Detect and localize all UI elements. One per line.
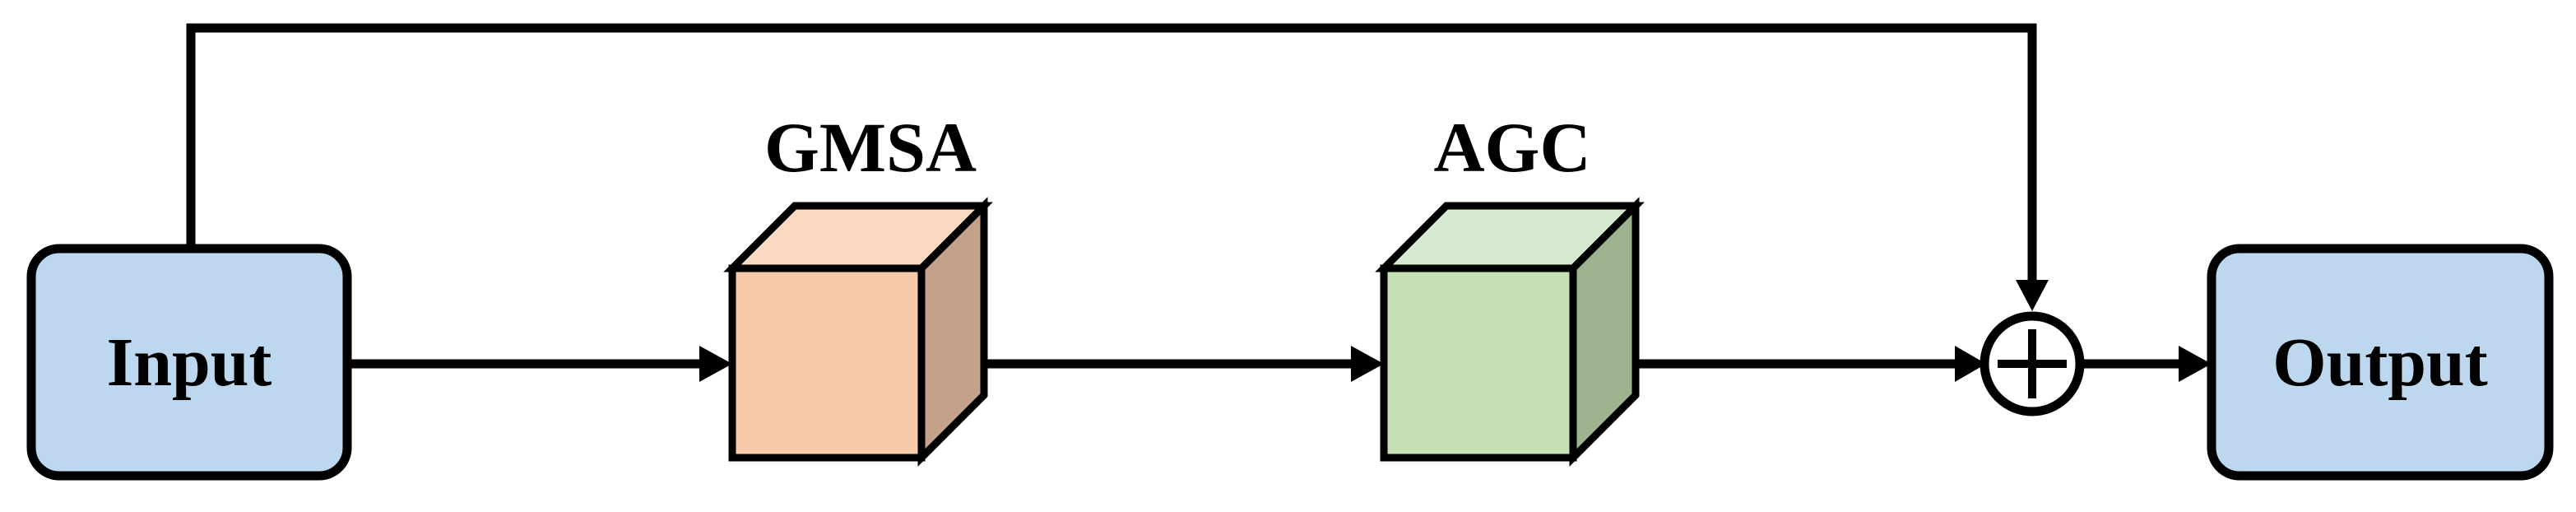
arrow-input-to-gmsa-head: [699, 346, 732, 382]
arrow-add-to-output-head: [2179, 346, 2212, 382]
output-label: Output: [2272, 324, 2487, 401]
output-box: [2207, 244, 2554, 481]
gmsa-cube: [723, 197, 993, 467]
arrow-agc-to-add-head: [1955, 346, 1986, 382]
agc-label: AGC: [1433, 108, 1590, 187]
gmsa-cube-front: [728, 264, 926, 462]
add-operator-icon: [1980, 311, 2085, 417]
gmsa-label: GMSA: [764, 108, 977, 187]
agc-cube: [1375, 197, 1645, 467]
input-label: Input: [107, 324, 272, 401]
skip-connection-line: [186, 23, 2037, 292]
agc-cube-front: [1380, 264, 1577, 462]
skip-connection-arrowhead: [2016, 280, 2049, 311]
arrow-gmsa-to-agc-head: [1351, 346, 1384, 382]
